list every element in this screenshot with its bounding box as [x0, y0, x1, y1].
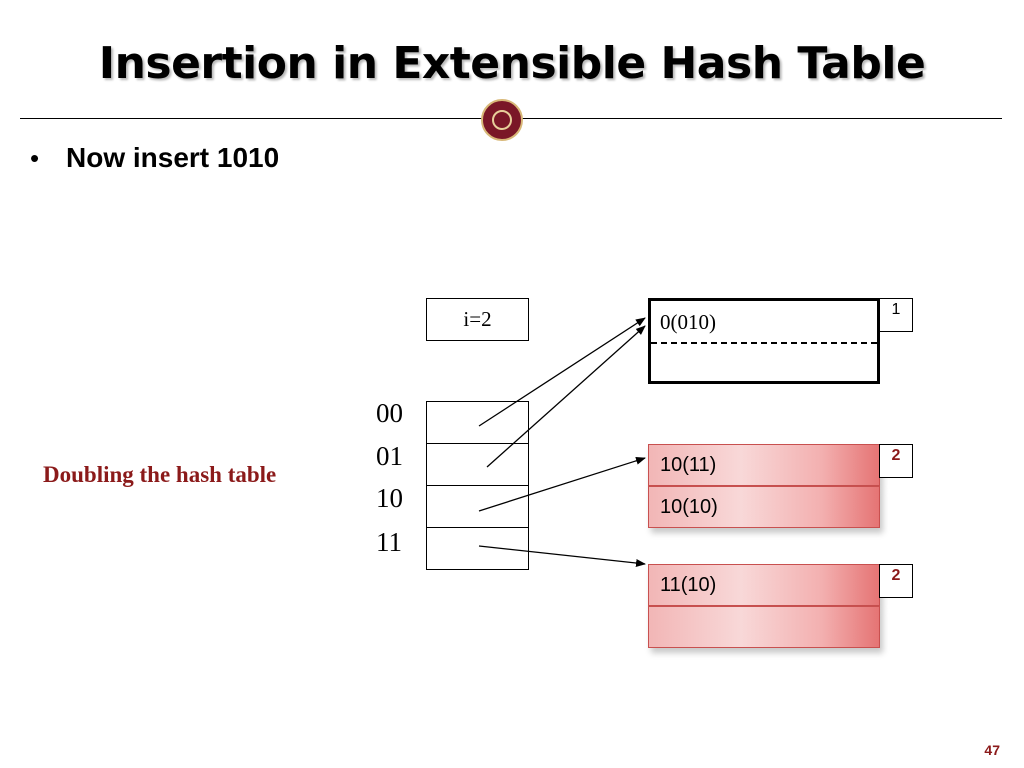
bucket-1-entry-1: 10(11) — [660, 454, 717, 476]
directory-label-10: 10 — [376, 483, 403, 513]
bucket-1-entry-2: 10(10) — [660, 496, 718, 518]
bucket-0: 0(010) — [648, 298, 880, 384]
slide-title: Insertion in Extensible Hash Table — [98, 38, 926, 89]
directory-label-01: 01 — [376, 441, 403, 471]
bucket-2-slot-2 — [648, 606, 880, 648]
directory-cell-00 — [426, 401, 529, 444]
bullet-text: Now insert 1010 — [66, 142, 280, 173]
global-depth-box: i=2 — [426, 298, 529, 341]
arrow-11-to-bucket-2 — [478, 545, 646, 568]
arrow-01-to-bucket-0 — [486, 325, 646, 468]
directory-label-00: 00 — [376, 398, 403, 428]
bucket-2-slot-1: 11(10) — [648, 564, 880, 606]
directory-label-11: 11 — [376, 527, 402, 557]
bullet-dot-icon: • — [30, 142, 40, 173]
directory-cell-10 — [426, 485, 529, 528]
bullet-item: • Now insert 1010 — [30, 142, 279, 174]
doubling-label: Doubling the hash table — [43, 462, 277, 487]
arrow-10-to-bucket-1 — [478, 456, 646, 512]
directory-cell-11 — [426, 527, 529, 570]
bucket-1-local-depth: 2 — [879, 444, 913, 478]
directory-cell-01 — [426, 443, 529, 486]
bucket-1-slot-2: 10(10) — [648, 486, 880, 528]
bucket-0-local-depth: 1 — [879, 298, 913, 332]
bucket-0-entry-1: 0(010) — [660, 310, 716, 334]
arrow-00-to-bucket-0 — [478, 317, 646, 427]
bucket-2-entry-1: 11(10) — [660, 574, 717, 596]
university-seal-icon — [481, 99, 523, 141]
page-number: 47 — [984, 742, 1000, 758]
bucket-0-divider — [651, 342, 877, 344]
bucket-2-local-depth: 2 — [879, 564, 913, 598]
bucket-1-slot-1: 10(11) — [648, 444, 880, 486]
